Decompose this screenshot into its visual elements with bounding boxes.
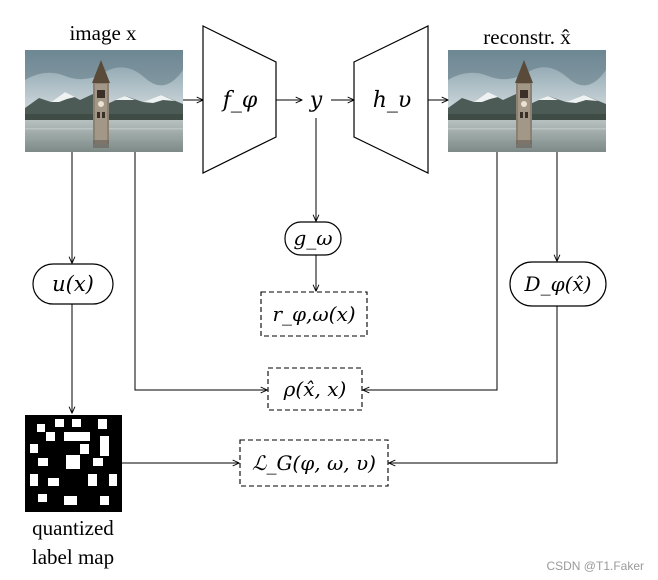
quantized-caption-line2: label map xyxy=(32,545,114,569)
recon-caption: reconstr. x̂ xyxy=(483,25,571,49)
arrow-image-to-rho xyxy=(134,152,267,390)
r-phi-omega-label: r_φ,ω(x) xyxy=(272,302,355,326)
image-caption: image x xyxy=(69,21,137,45)
reconstructed-image xyxy=(448,50,606,152)
r-phi-omega-node: r_φ,ω(x) xyxy=(260,291,368,337)
input-image xyxy=(25,50,183,152)
encoder-block: f_φ xyxy=(202,25,277,174)
decoder-label: h_υ xyxy=(373,88,412,113)
rho-label: ρ(x̂, x) xyxy=(283,377,347,401)
g-omega-node: g_ω xyxy=(284,221,342,256)
loss-label: ℒ_G(φ, ω, υ) xyxy=(252,451,376,475)
arrow-d-to-loss xyxy=(389,306,558,463)
encoder-label: f_φ xyxy=(221,88,258,113)
label-map-image xyxy=(25,415,122,512)
loss-node: ℒ_G(φ, ω, υ) xyxy=(239,439,389,487)
u-x-node: u(x) xyxy=(32,263,114,305)
u-x-label: u(x) xyxy=(52,272,94,296)
rho-node: ρ(x̂, x) xyxy=(267,367,363,411)
decoder-block: h_υ xyxy=(353,25,429,174)
quantized-caption-line1: quantized xyxy=(32,516,114,540)
g-omega-label: g_ω xyxy=(293,226,332,250)
arrow-recon-to-rho xyxy=(363,152,498,390)
d-phi-label: D_φ(x̂) xyxy=(524,272,592,296)
d-phi-node: D_φ(x̂) xyxy=(509,261,607,307)
watermark: CSDN @T1.Faker xyxy=(546,559,644,573)
latent-label: y xyxy=(309,88,323,113)
